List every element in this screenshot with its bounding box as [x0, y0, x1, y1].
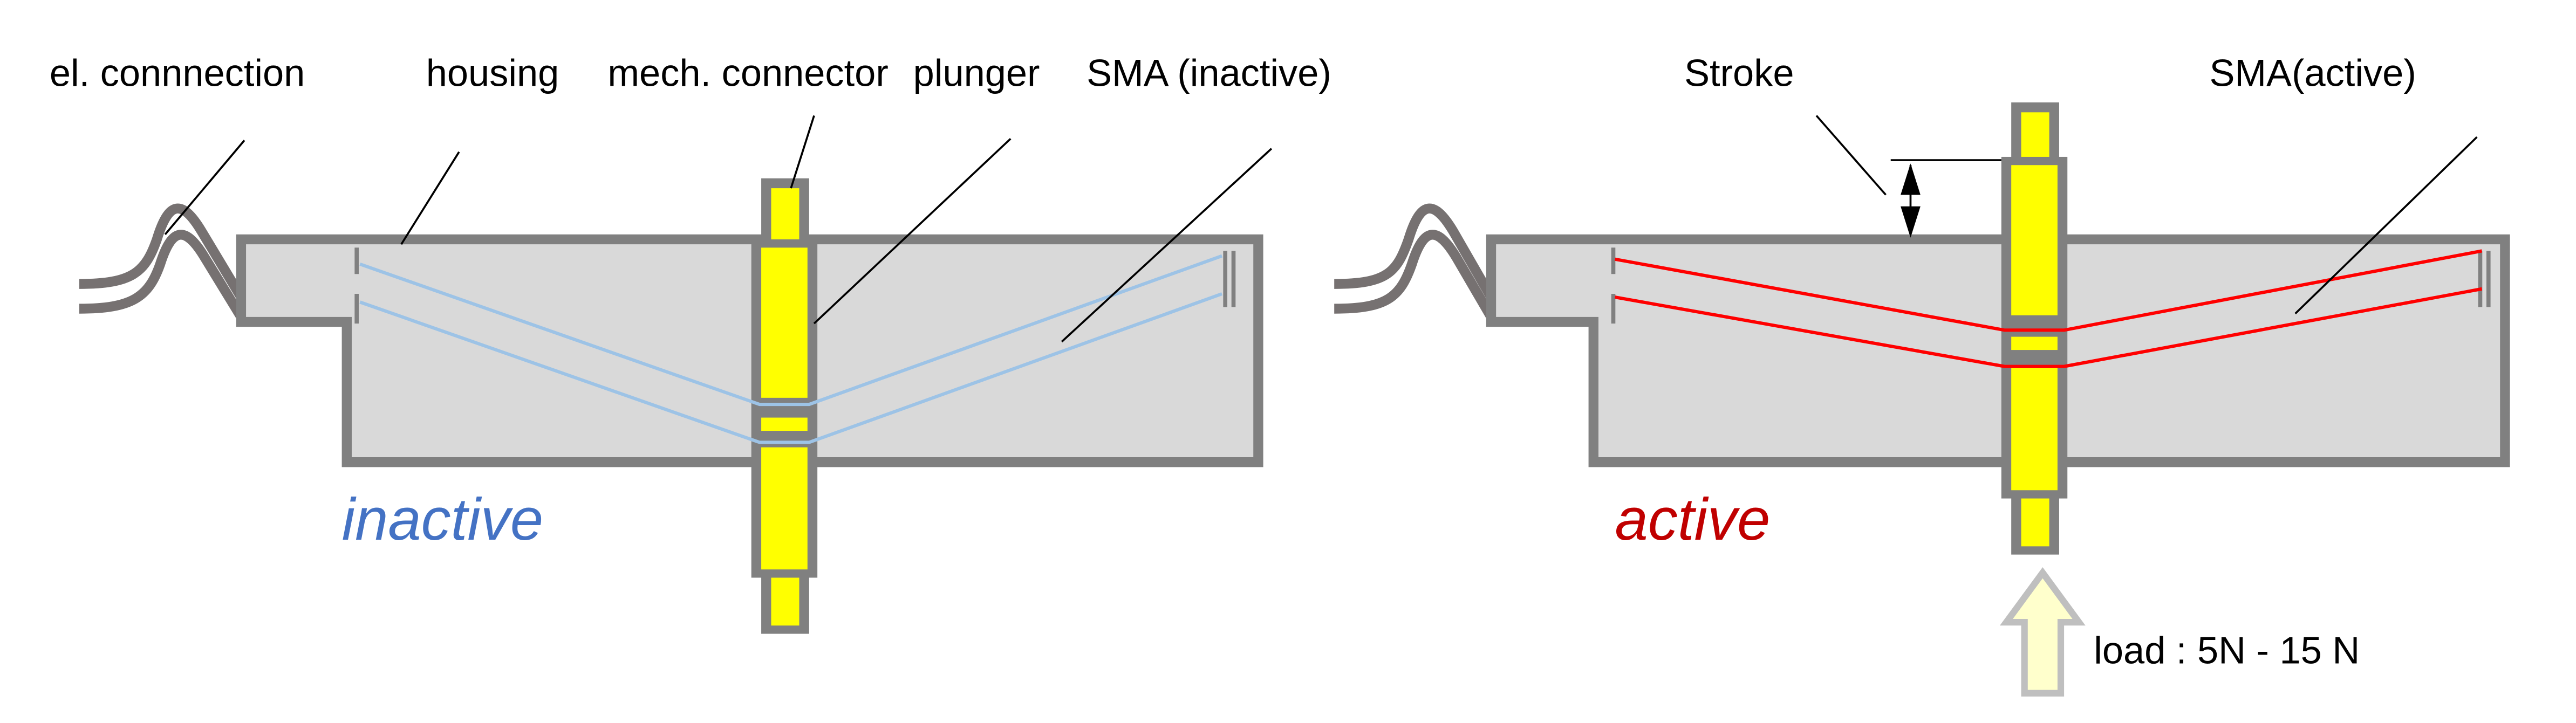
label-plunger: plunger [913, 51, 1040, 94]
label-el-connection: el. connnection [50, 51, 305, 94]
leader-line [2294, 136, 2478, 315]
label-housing: housing [426, 51, 559, 94]
state-active: active [1615, 486, 1771, 553]
state-inactive: inactive [342, 486, 544, 553]
label-load: load : 5N - 15 N [2094, 629, 2360, 672]
stroke-dimension [1815, 115, 2001, 238]
sma-wire-inactive [359, 254, 1223, 444]
label-sma-inactive: SMA (inactive) [1087, 51, 1331, 94]
electrical-cable [1334, 203, 1495, 320]
label-mech-connector: mech. connector [607, 51, 888, 94]
plunger [751, 178, 818, 634]
plunger [2001, 102, 2068, 555]
active-actuator: active load : 5N - 15 N [1334, 102, 2510, 697]
housing [236, 234, 1263, 467]
housing [1486, 234, 2510, 467]
electrical-cable [79, 203, 245, 320]
sma-wire-active [1615, 249, 2483, 368]
leader-lines [164, 115, 1273, 343]
label-sma-active: SMA(active) [2209, 51, 2416, 94]
load-arrow [1999, 567, 2086, 697]
label-stroke: Stroke [1684, 51, 1794, 94]
inactive-actuator: inactive [79, 115, 1273, 634]
